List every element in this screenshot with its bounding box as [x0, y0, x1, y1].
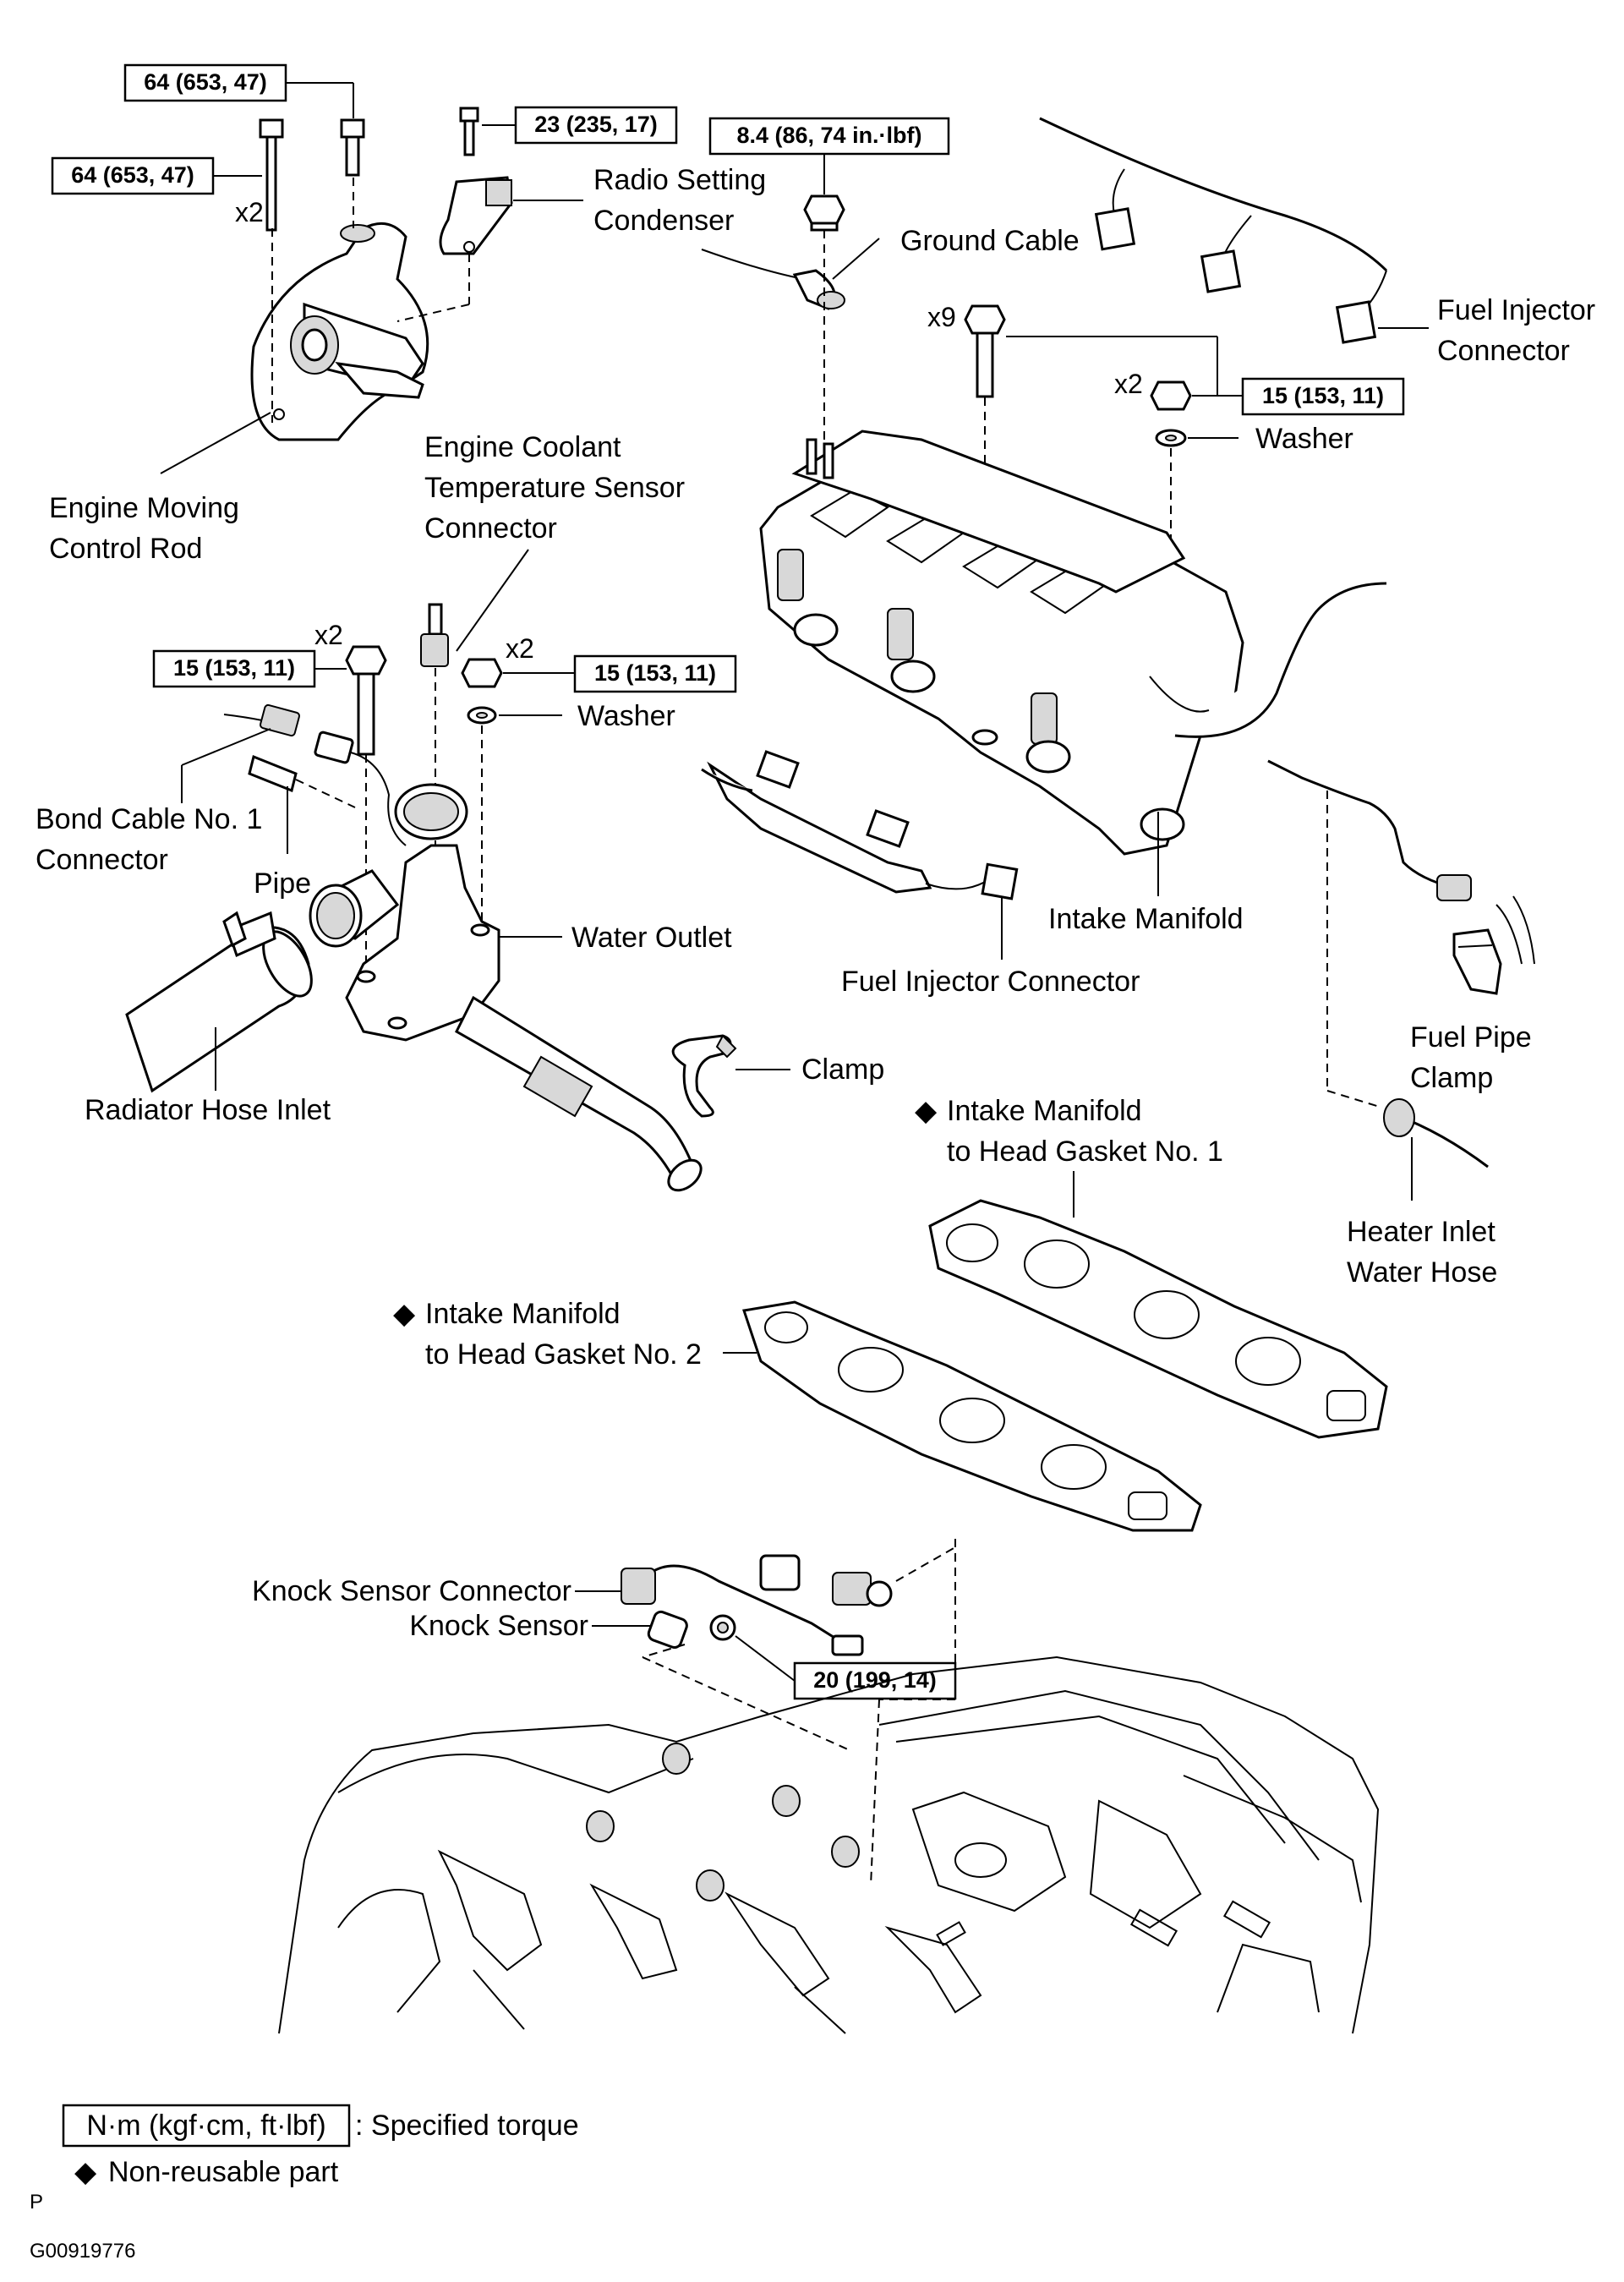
engine-moving-control-rod [250, 222, 429, 441]
svg-text:15 (153, 11): 15 (153, 11) [1262, 383, 1384, 408]
svg-text:23 (235, 17): 23 (235, 17) [534, 112, 658, 137]
fuel-pipe-clamp [1452, 928, 1502, 995]
torque-box-outlet-nut: 15 (153, 11) [503, 654, 737, 693]
outlet-bolt-qty: x2 [314, 620, 343, 650]
page-letter: P [30, 2191, 43, 2214]
label-washer-top: Washer [1255, 423, 1353, 455]
torque-box-rod-bolt: 64 (653, 47) [51, 156, 262, 195]
radiator-hose-inlet [125, 911, 313, 1093]
heater-inlet-water-hose [1383, 1098, 1489, 1168]
water-outlet [309, 783, 703, 1192]
legend-nonreusable: ◆ Non-reusable part [74, 2156, 339, 2188]
gasket2-nonreusable-mark: ◆ [393, 1298, 416, 1330]
label-pipe: Pipe [254, 867, 311, 900]
label-intake-manifold: Intake Manifold [1048, 903, 1244, 935]
torque-box-manifold-nut: 15 (153, 11) [1192, 377, 1405, 416]
torque-box-knock: 20 (199, 14) [735, 1635, 957, 1700]
svg-text:◆: ◆ [74, 2156, 97, 2188]
outlet-nut-qty: x2 [506, 633, 534, 664]
label-radiator-hose: Radiator Hose Inlet [85, 1094, 331, 1126]
torque-box-condenser: 23 (235, 17) [482, 106, 678, 145]
label-ect-sensor-3: Connector [424, 512, 557, 545]
label-gasket2-1: Intake Manifold [425, 1298, 621, 1330]
label-ground-cable: Ground Cable [900, 225, 1080, 257]
label-heater-hose-2: Water Hose [1347, 1256, 1497, 1289]
label-clamp: Clamp [801, 1053, 884, 1086]
torque-box-ground: 8.4 (86, 74 in.·lbf) [708, 117, 950, 194]
label-washer-mid: Washer [577, 700, 675, 732]
svg-text:N·m (kgf·cm, ft·lbf): N·m (kgf·cm, ft·lbf) [86, 2110, 325, 2142]
gasket-no-1 [928, 1199, 1388, 1439]
clamp [671, 1034, 737, 1118]
torque-box-rod-nut: 64 (653, 47) [123, 63, 354, 118]
fuel-injector-harness-lower [701, 750, 1019, 900]
fuel-pipe [1267, 759, 1535, 965]
label-radio-condenser-2: Condenser [593, 205, 734, 237]
rod-bolts [259, 118, 365, 423]
svg-text:20 (199, 14): 20 (199, 14) [813, 1667, 937, 1693]
radio-setting-condenser [396, 107, 513, 322]
ground-cable [701, 194, 845, 473]
label-gasket1-1: Intake Manifold [947, 1095, 1142, 1127]
label-bond-cable-1: Bond Cable No. 1 [36, 803, 262, 835]
manifold-bolt [964, 304, 1006, 736]
label-fuel-pipe-clamp-2: Clamp [1410, 1062, 1493, 1094]
svg-text:64 (653, 47): 64 (653, 47) [71, 162, 194, 188]
knock-sensor-harness [621, 1554, 893, 1656]
label-engine-moving-rod-1: Engine Moving [49, 492, 239, 524]
label-gasket1-2: to Head Gasket No. 1 [947, 1136, 1223, 1168]
gasket-no-2 [742, 1300, 1202, 1532]
svg-text:: Specified torque: : Specified torque [355, 2110, 579, 2142]
label-heater-hose-1: Heater Inlet [1347, 1216, 1496, 1248]
pipe [248, 754, 298, 793]
label-bond-cable-2: Connector [36, 844, 168, 876]
svg-text:8.4 (86, 74 in.·lbf): 8.4 (86, 74 in.·lbf) [736, 123, 921, 148]
manifold-bolt-qty: x9 [927, 302, 956, 332]
rod-bolt-qty: x2 [235, 197, 264, 227]
label-ect-sensor-1: Engine Coolant [424, 431, 621, 463]
label-knock-connector: Knock Sensor Connector [252, 1575, 571, 1607]
engine-block [278, 1655, 1380, 2034]
label-fuel-injector-connector-top-2: Connector [1437, 335, 1570, 367]
torque-box-outlet-bolt: 15 (153, 11) [152, 649, 347, 688]
fuel-injector-harness [1039, 117, 1388, 344]
label-fuel-pipe-clamp-1: Fuel Pipe [1410, 1021, 1532, 1053]
label-fuel-injector-connector: Fuel Injector Connector [841, 966, 1140, 998]
svg-text:Non-reusable part: Non-reusable part [108, 2156, 339, 2188]
svg-text:15 (153, 11): 15 (153, 11) [594, 660, 716, 686]
label-water-outlet: Water Outlet [571, 922, 732, 954]
bond-cable-connector [223, 703, 407, 846]
knock-sensor [647, 1610, 736, 1650]
outlet-nut [461, 658, 503, 922]
svg-text:64 (653, 47): 64 (653, 47) [144, 69, 267, 95]
intake-manifold [759, 430, 1387, 856]
manifold-nut-qty: x2 [1114, 369, 1143, 399]
label-knock-sensor: Knock Sensor [409, 1610, 588, 1642]
legend-torque: N·m (kgf·cm, ft·lbf) : Specified torque [62, 2104, 579, 2148]
label-ect-sensor-2: Temperature Sensor [424, 472, 685, 504]
figure-id: G00919776 [30, 2240, 135, 2263]
label-engine-moving-rod-2: Control Rod [49, 533, 202, 565]
gasket1-nonreusable-mark: ◆ [915, 1095, 938, 1127]
svg-text:15 (153, 11): 15 (153, 11) [173, 655, 295, 681]
label-gasket2-2: to Head Gasket No. 2 [425, 1338, 702, 1371]
label-fuel-injector-connector-top-1: Fuel Injector [1437, 294, 1595, 326]
label-radio-condenser-1: Radio Setting [593, 164, 766, 196]
